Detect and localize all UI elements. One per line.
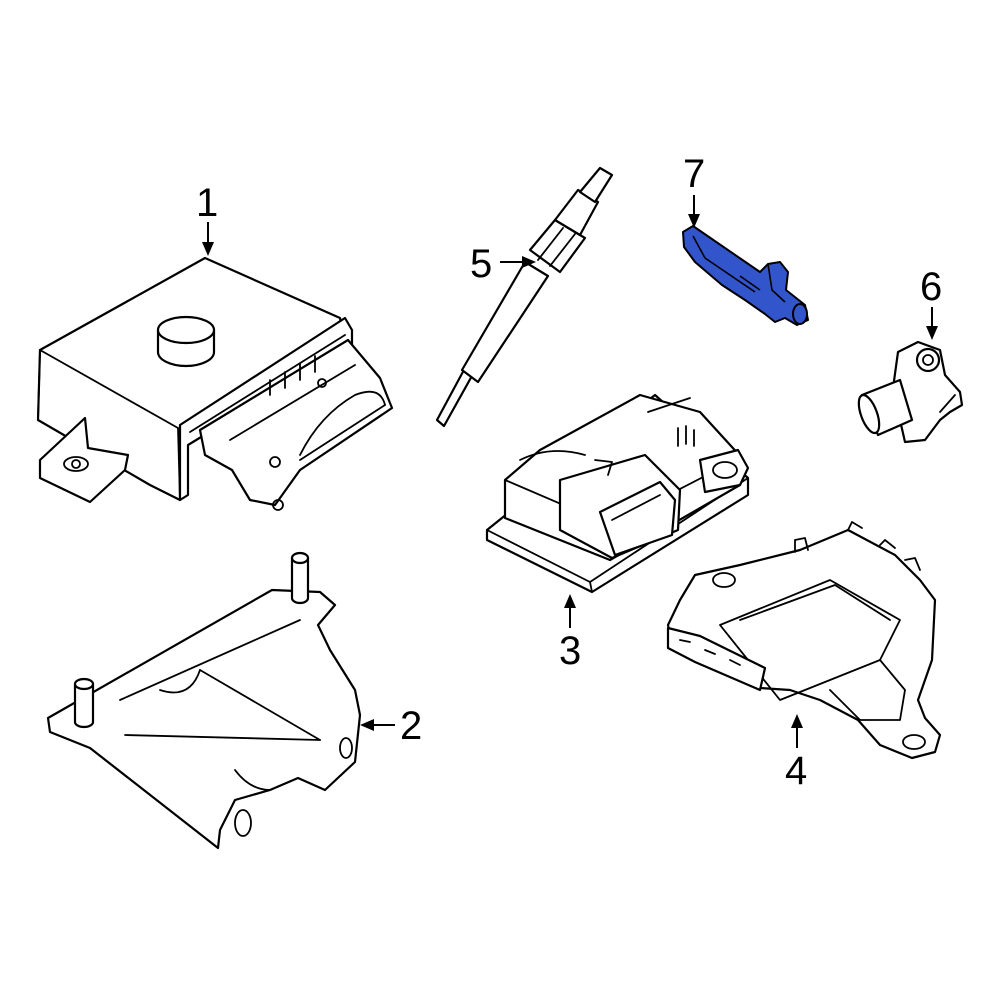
callout-5: 5 bbox=[470, 242, 492, 286]
part-3-module[interactable] bbox=[485, 393, 750, 594]
callout-3: 3 bbox=[559, 629, 581, 673]
leader-4 bbox=[791, 714, 803, 748]
leader-7 bbox=[688, 195, 700, 228]
callout-4: 4 bbox=[785, 749, 807, 793]
part-2-bracket[interactable] bbox=[46, 551, 362, 850]
callout-2: 2 bbox=[400, 704, 422, 748]
leader-2 bbox=[360, 719, 395, 731]
callout-6: 6 bbox=[920, 265, 942, 309]
callout-7: 7 bbox=[683, 152, 705, 196]
part-5-glow-plug[interactable] bbox=[435, 166, 614, 428]
part-7-sensor-highlighted[interactable] bbox=[682, 225, 809, 326]
callout-1: 1 bbox=[196, 181, 218, 225]
leader-1 bbox=[202, 222, 214, 256]
part-6-sensor[interactable] bbox=[855, 340, 964, 444]
part-1-control-module[interactable] bbox=[36, 256, 394, 511]
part-4-module-bracket[interactable] bbox=[666, 521, 942, 760]
leader-6 bbox=[926, 307, 938, 340]
leader-3 bbox=[564, 594, 576, 628]
leader-5 bbox=[500, 256, 536, 268]
